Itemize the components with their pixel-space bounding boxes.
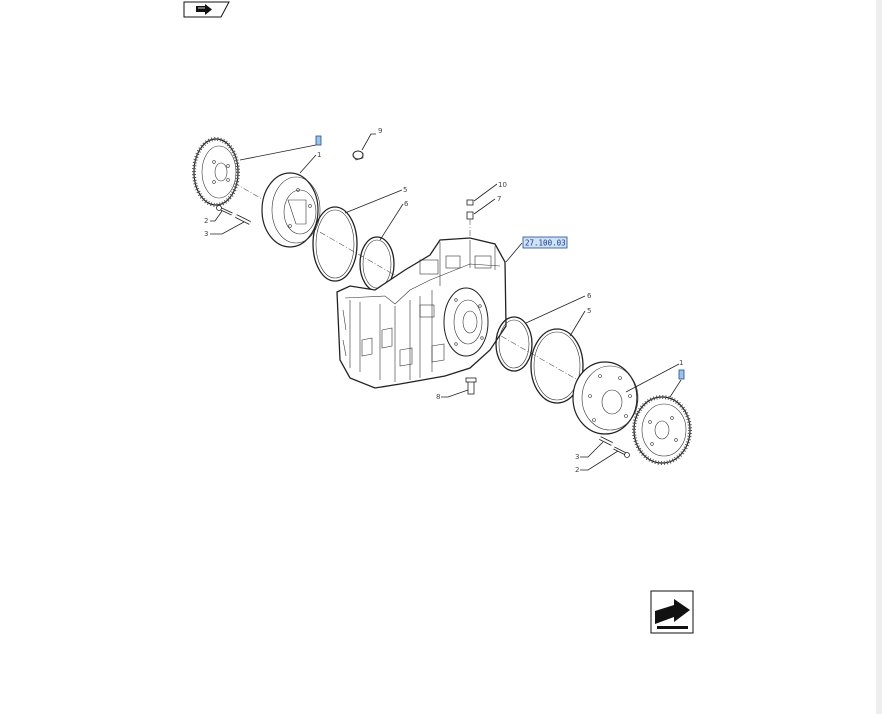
callout-10: 10 xyxy=(498,181,507,189)
callout-5-bottom: 5 xyxy=(587,307,591,315)
next-page-arrow-icon xyxy=(655,599,690,629)
detail-marker-top[interactable] xyxy=(315,135,322,146)
prev-page-button[interactable] xyxy=(183,1,230,18)
prev-page-arrow-icon xyxy=(196,4,212,15)
callout-7: 7 xyxy=(497,195,501,203)
callout-1-top: 1 xyxy=(317,151,321,159)
section-reference-link[interactable]: 27.100.03 xyxy=(522,236,568,249)
part-3-pin-right[interactable] xyxy=(599,436,613,446)
part-3-pin-left[interactable] xyxy=(235,214,251,225)
callout-6-bottom: 6 xyxy=(587,292,592,300)
part-10-breather[interactable] xyxy=(466,199,474,206)
callout-9: 9 xyxy=(378,127,382,135)
callout-2-top: 2 xyxy=(204,217,208,225)
callout-labels: 9 1 5 6 2 3 10 7 6 5 1 8 3 2 xyxy=(204,127,683,474)
part-9-plug[interactable] xyxy=(352,150,364,161)
part-5-seal-ring-right[interactable] xyxy=(530,328,584,404)
part-6-o-ring-right[interactable] xyxy=(495,316,533,372)
part-1-disc-right[interactable] xyxy=(572,361,639,435)
detail-marker-bottom[interactable] xyxy=(678,369,685,380)
leader-lines xyxy=(210,133,682,471)
callout-5-top: 5 xyxy=(403,186,407,194)
part-1-disc-left[interactable] xyxy=(261,172,321,248)
callout-1-bottom: 1 xyxy=(679,359,683,367)
callout-3-bottom: 3 xyxy=(575,453,579,461)
part-5-seal-ring-left[interactable] xyxy=(312,206,358,282)
part-1-gear-left[interactable] xyxy=(192,137,240,207)
part-2-bolt-right[interactable] xyxy=(613,446,630,458)
part-7-fitting[interactable] xyxy=(466,211,474,240)
callout-2-bottom: 2 xyxy=(575,466,579,474)
part-1-gear-right[interactable] xyxy=(632,395,692,465)
callout-3-top: 3 xyxy=(204,230,208,238)
section-reference-text: 27.100.03 xyxy=(525,239,566,248)
part-2-bolt-left[interactable] xyxy=(216,205,233,216)
right-scroll-edge xyxy=(876,0,882,714)
part-8-drain-plug[interactable] xyxy=(465,377,477,395)
next-page-button[interactable] xyxy=(650,590,694,634)
part-transmission-housing[interactable] xyxy=(336,237,507,389)
callout-6-top: 6 xyxy=(404,200,409,208)
callout-8: 8 xyxy=(436,393,440,401)
